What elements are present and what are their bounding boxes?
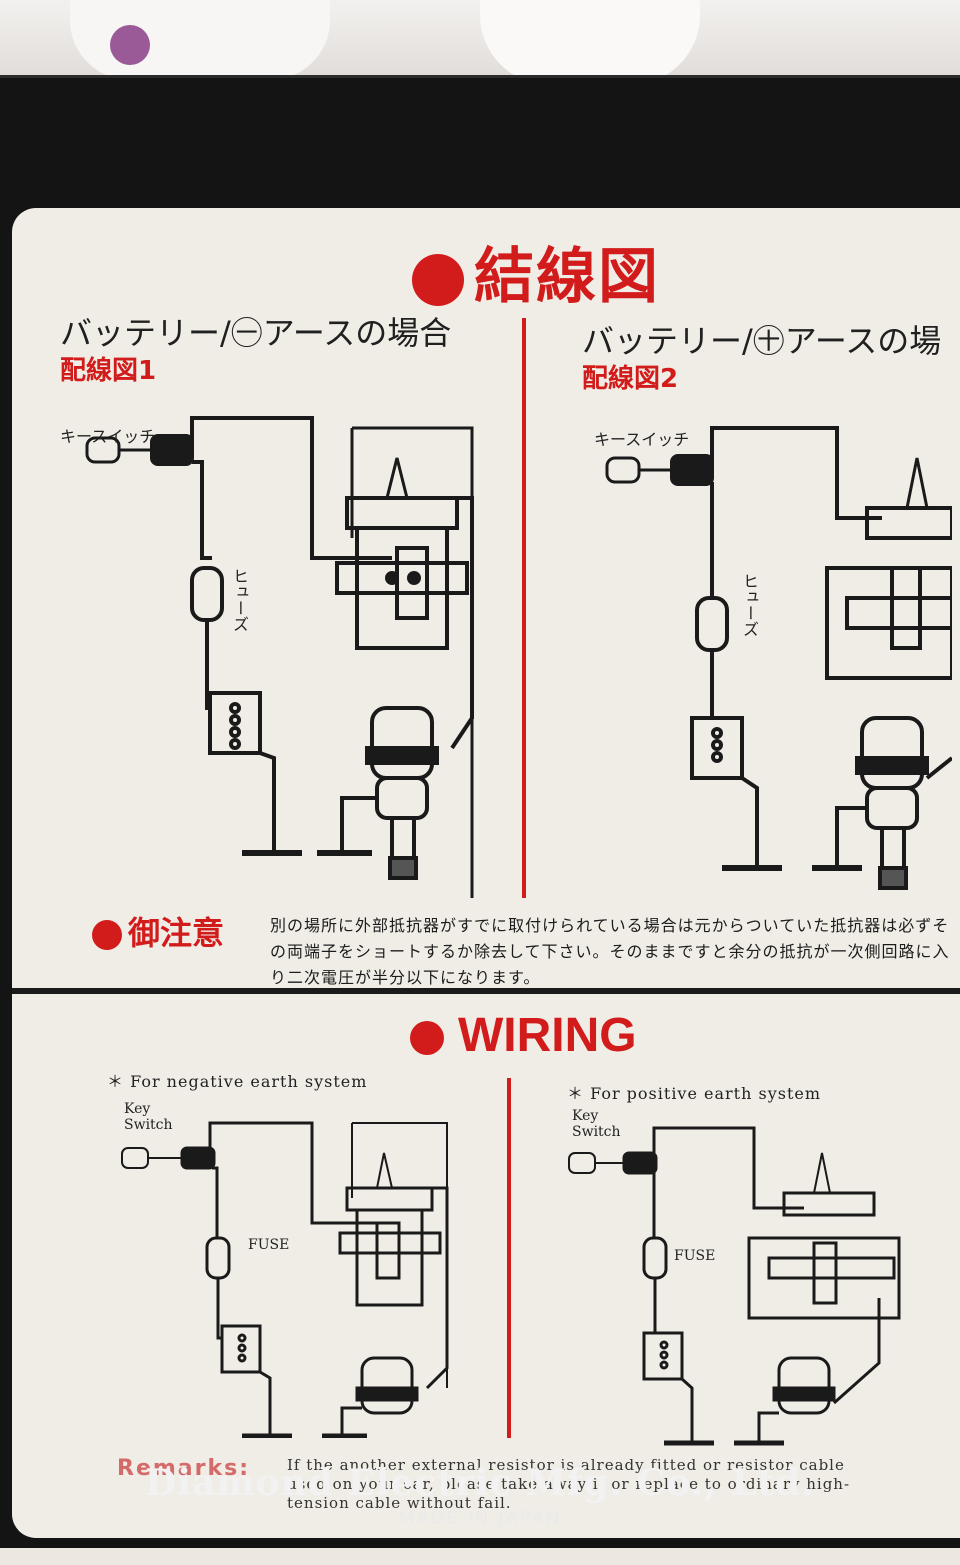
section-divider <box>12 988 960 994</box>
jp-left-system-label: バッテリー/㊀アースの場合 <box>60 314 452 352</box>
jp-right-fuse-label: ヒューズ <box>740 573 759 637</box>
caution-text: 別の場所に外部抵抗器がすでに取付けられている場合は元からついていた抵抗器は必ずそ… <box>270 916 950 987</box>
en-left-key-switch-label: Key Switch <box>124 1101 173 1133</box>
wiring-diagram-negative <box>112 1098 452 1438</box>
background-bottle <box>480 0 700 85</box>
product-box: 結線図 バッテリー/㊀アースの場合 配線図1 バッテリー/㊉アースの場 配線図2 <box>0 75 960 1548</box>
wiring-diagram-1 <box>52 388 492 908</box>
jp-right-diagram-label: 配線図2 <box>582 364 679 394</box>
jp-left-diagram-label: 配線図1 <box>60 356 157 386</box>
red-dot-icon <box>412 254 464 307</box>
red-dot-icon <box>410 1021 444 1056</box>
made-in-label: MADE IN JAPAN <box>398 1508 562 1529</box>
en-left-system-label: ＊ For negative earth system <box>107 1072 368 1091</box>
jp-right-key-switch-label: キースイッチ <box>594 430 690 449</box>
remarks-label: Remarks: <box>117 1456 251 1481</box>
background-bottle <box>70 0 330 80</box>
jp-left-key-switch-label: キースイッチ <box>60 427 156 446</box>
en-right-system-label: ＊ For positive earth system <box>567 1084 822 1103</box>
wiring-diagram-positive <box>564 1113 904 1453</box>
remarks-text: If the another external resistor is alre… <box>287 1456 851 1512</box>
instruction-panel: 結線図 バッテリー/㊀アースの場合 配線図1 バッテリー/㊉アースの場 配線図2 <box>12 208 960 1538</box>
caution-title: 御注意 <box>92 908 224 954</box>
jp-right-system-label: バッテリー/㊉アースの場 <box>582 322 942 360</box>
background-object <box>110 25 150 65</box>
wiring-diagram-2 <box>582 398 952 908</box>
red-dot-icon <box>92 920 122 950</box>
en-right-key-switch-label: Key Switch <box>572 1108 621 1140</box>
en-section-title: WIRING <box>410 1008 637 1063</box>
company-name: Diamond Electric Mfg. Co., Ltd. <box>145 1462 815 1504</box>
red-divider <box>507 1078 511 1438</box>
jp-left-fuse-label: ヒューズ <box>230 568 249 632</box>
red-divider <box>522 318 526 898</box>
en-left-fuse-label: FUSE <box>248 1237 290 1253</box>
en-right-fuse-label: FUSE <box>674 1248 716 1264</box>
jp-section-title: 結線図 <box>412 228 660 315</box>
